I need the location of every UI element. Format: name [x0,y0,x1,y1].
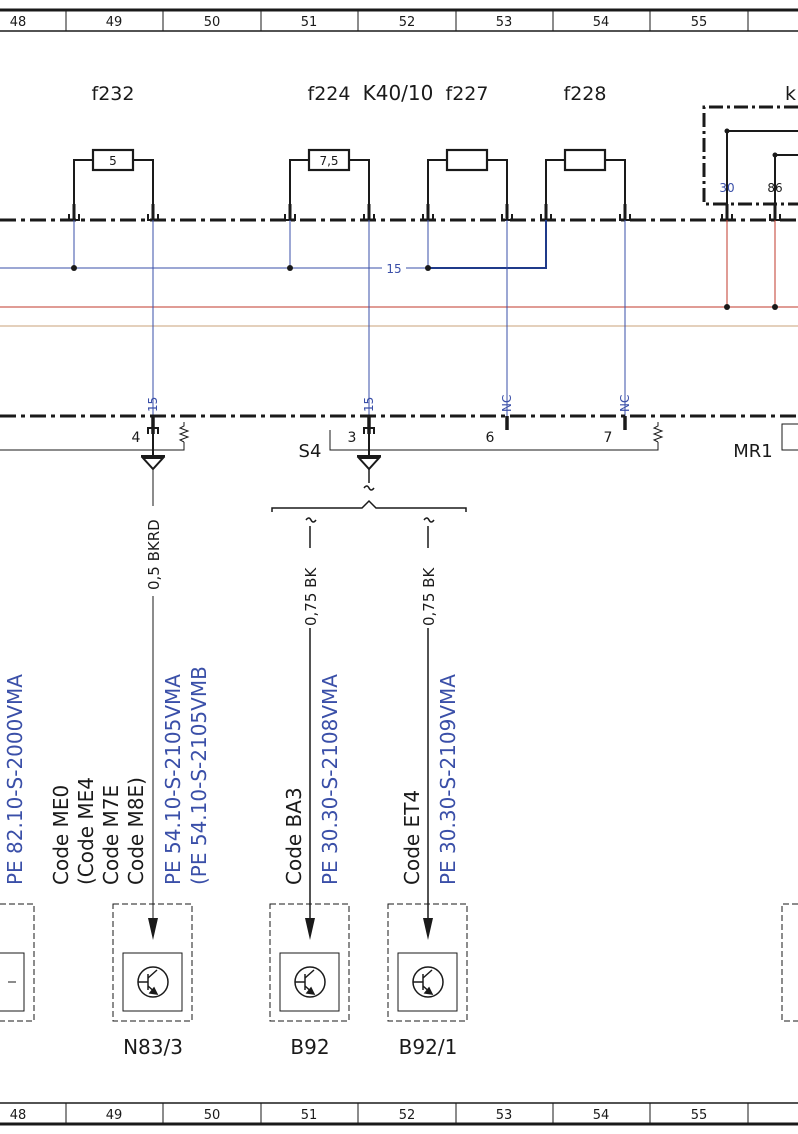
grid-cell: 49 [106,1108,123,1123]
transistor-icon [412,966,444,998]
arrow-icon [305,918,315,940]
fuse-label-f224: f224 [308,83,351,105]
arrow-icon [423,918,433,940]
pin-signal-label: 15 [362,397,376,412]
grid-cell: 51 [301,1108,318,1123]
reference-label: PE 30.30-S-2108VMA [318,674,342,885]
grid-cell: 52 [399,15,416,30]
connector-mr1-label: MR1 [733,441,773,462]
fuse-label-f227: f227 [446,83,489,105]
connector-pin-number: 3 [348,430,357,446]
component-label-b92: B92 [290,1035,329,1059]
pin-signal-label: 15 [146,397,160,412]
relay-pin-86: 86 [767,181,782,195]
splice-symbols [140,434,382,471]
fuse-f228 [545,148,626,214]
grid-cell: 55 [691,15,708,30]
transistor-icon [294,966,326,998]
bottom-grid-ruler: 48 49 50 51 52 53 54 55 [0,1102,798,1126]
component-b92-1 [387,903,468,1022]
connector-pin-number: 6 [486,430,495,446]
connector-housing [0,422,798,451]
connector-s4-label: S4 [299,441,322,462]
grid-cell: 48 [10,15,27,30]
wire-gauge-label: 0,75 BK [302,567,320,626]
component-label-n83-3: N83/3 [123,1035,183,1059]
pin-signal-label: NC [618,395,632,412]
fuse-f224 [289,148,370,214]
fuse-rating: 7,5 [319,154,338,168]
component-n83-3 [112,903,193,1022]
code-label: Code M7E [99,785,123,885]
grid-cell: 54 [593,15,610,30]
grid-cell: 53 [496,1108,513,1123]
transistor-icon [137,966,169,998]
grid-cell: 50 [204,1108,221,1123]
reference-label: PE 30.30-S-2109VMA [436,674,460,885]
grid-cell: 54 [593,1108,610,1123]
grid-cell: 55 [691,1108,708,1123]
top-grid-ruler: 48 49 50 51 52 53 54 55 [0,8,798,32]
fuse-f227 [427,148,508,214]
bus-wire-label: 15 [386,262,401,276]
code-label: Code ET4 [400,790,424,885]
connector-pin-number: 4 [132,430,141,446]
wire-gauge-label: 0,75 BK [420,567,438,626]
grid-cell: 48 [10,1108,27,1123]
grid-cell: 50 [204,15,221,30]
grid-cell: 49 [106,15,123,30]
grid-cell: 52 [399,1108,416,1123]
relay-box [702,105,798,214]
reference-left: PE 82.10-S-2000VMA [3,674,27,885]
fuse-f232 [73,148,154,214]
arrow-icon [148,918,158,940]
pin-signal-label: NC [500,395,514,412]
code-label: Code BA3 [282,787,306,885]
relay-pin-30: 30 [719,181,734,195]
component-b92 [269,903,350,1022]
wire-gauge-label: 0,5 BKRD [145,519,163,590]
code-label: Code ME0 [49,785,73,885]
relay-partial-label: k [785,83,796,105]
fuse-rating: 5 [109,154,117,168]
red-wire [0,220,798,308]
bus-wire-15 [0,220,547,269]
vertical-signal-wires [152,220,626,416]
grid-cell: 53 [496,15,513,30]
grid-cell: 51 [301,15,318,30]
component-label-b92-1: B92/1 [399,1035,458,1059]
fuse-label-f232: f232 [92,83,135,105]
relay-module-label: K40/10 [363,81,434,105]
reference-label: PE 54.10-S-2105VMA [161,674,185,885]
component-left-partial [0,903,35,1022]
branch-brace [271,469,467,920]
code-label: Code M8E) [124,777,148,885]
fuse-label-f228: f228 [564,83,607,105]
component-right-partial [781,903,798,1022]
connector-pin-number: 7 [604,430,613,446]
reference-label: (PE 54.10-S-2105VMB [187,666,211,885]
code-label: (Code ME4 [74,777,98,885]
